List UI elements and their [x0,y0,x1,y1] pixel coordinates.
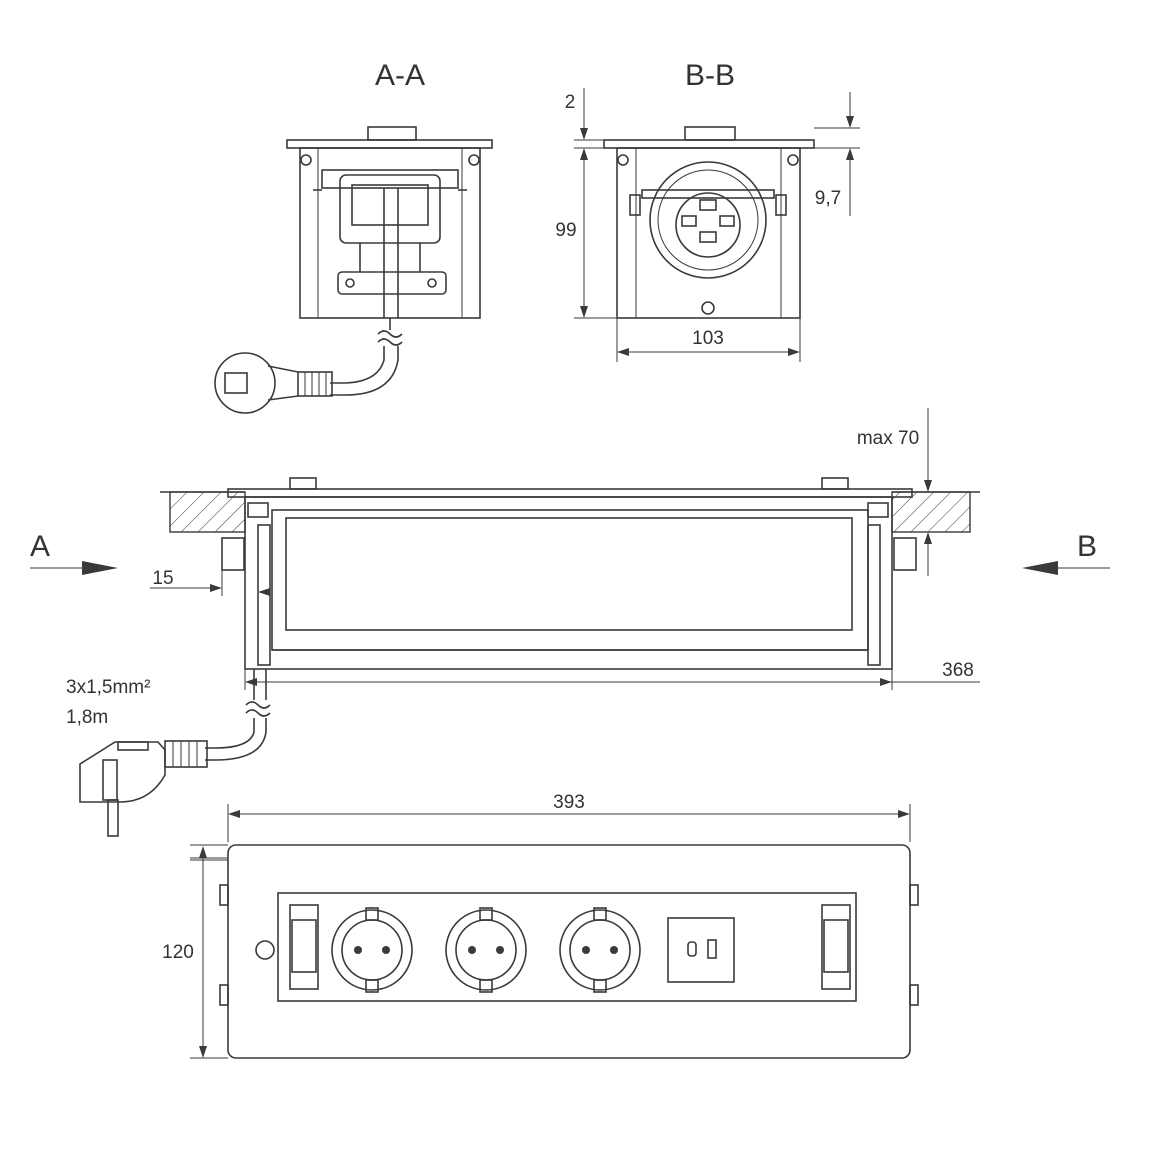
usb-a-port-icon [707,939,717,959]
usb-c-port-icon [687,941,697,957]
right-clamp [893,537,917,571]
arrow-a-icon [82,561,118,575]
section-bb-view: B-B 2 99 [555,59,860,362]
top-cover-plate [227,844,911,1059]
aa-top-cap [367,126,417,141]
aa-plug-head [214,352,276,414]
bb-socket-face [675,192,741,258]
top-view: 393 120 [162,792,919,1059]
arrow-b-icon [1022,561,1058,575]
table-left-section [169,491,246,533]
side-socket-carrier [271,509,869,651]
left-clamp [221,537,245,571]
side-view: A B max 70 15 368 3x1,5mm² 1,8m [30,408,1110,837]
aa-top-plate [286,139,493,149]
aa-plug-grip [297,371,333,397]
side-housing [244,496,893,670]
dim-top-plate-thickness: 2 [565,92,576,113]
schuko-socket-3 [559,907,641,993]
section-bb-title: B-B [685,59,735,92]
side-plug-grip [164,740,208,768]
dim-side-offset: 15 [152,568,173,589]
dim-body-length: 368 [942,660,974,681]
arrow-b-label: B [1077,530,1097,563]
dim-total-length: 393 [553,792,585,813]
dim-flange-offset: 9,7 [815,188,841,209]
dim-height: 99 [555,220,576,241]
bb-housing [616,147,801,319]
dim-depth: 103 [692,328,724,349]
dim-total-width: 120 [162,942,194,963]
aa-housing [299,147,481,319]
bb-socket-ring [649,161,767,279]
schuko-socket-2 [445,907,527,993]
aa-clamp [337,271,447,295]
table-right-section [891,491,971,533]
top-release-button [255,940,275,960]
aa-cable [330,346,385,384]
section-aa-title: A-A [375,59,425,92]
side-cable [205,718,255,749]
usb-module [667,917,735,983]
dim-max-table: max 70 [857,428,919,449]
cable-spec: 3x1,5mm² [66,677,150,698]
side-top-plate [227,488,913,498]
section-aa-view: A-A [214,59,493,414]
side-plug-head [79,741,166,803]
cable-length: 1,8m [66,707,108,728]
top-socket-strip [277,892,857,1002]
schuko-socket-1 [331,907,413,993]
arrow-a-label: A [30,530,50,563]
bb-top-plate [603,139,815,149]
aa-socket-body [339,174,441,244]
